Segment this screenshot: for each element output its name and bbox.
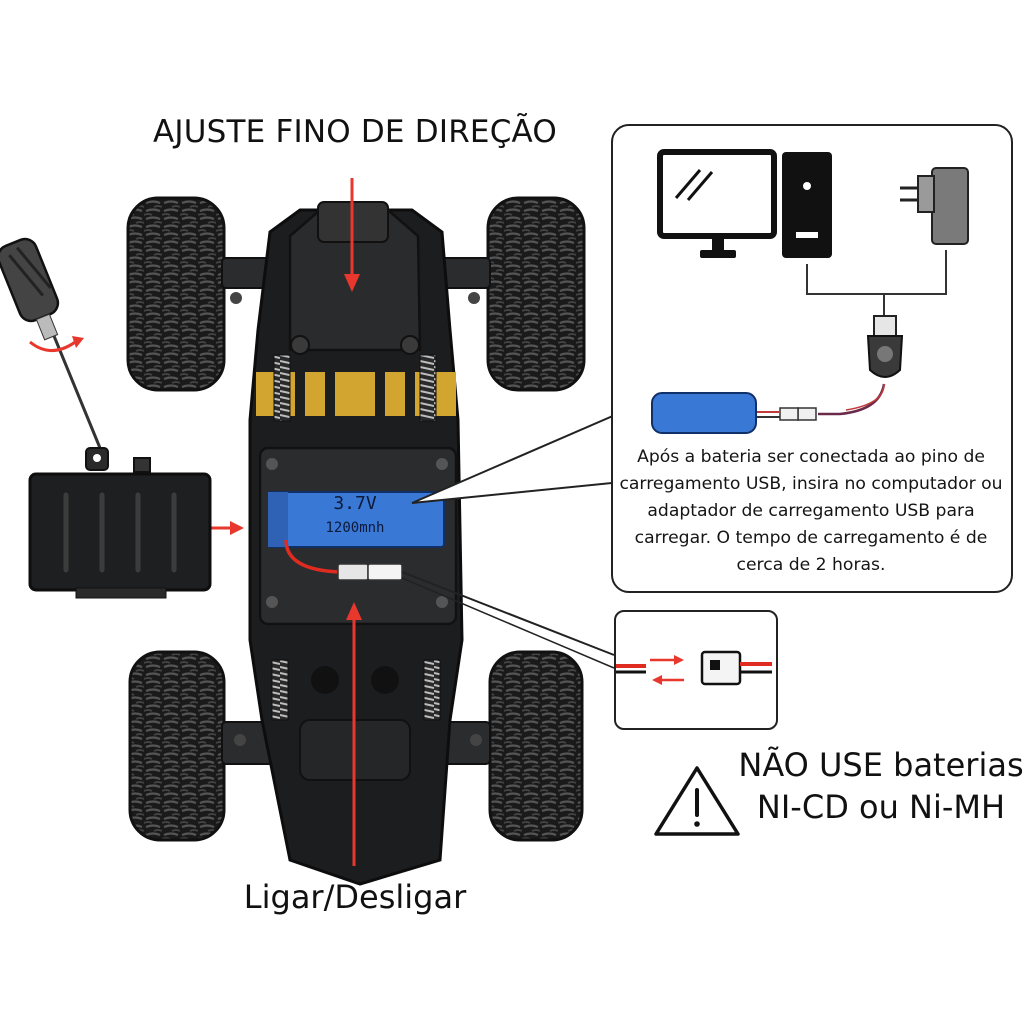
- battery-warning-line1: NÃO USE baterias: [738, 746, 1024, 784]
- battery-capacity: 1200mnh: [325, 520, 385, 536]
- connector-callout-line: [401, 571, 615, 656]
- charging-instructions: Após a bateria ser conectada ao pino de …: [619, 447, 1003, 575]
- wheel-rear-right: [488, 650, 584, 842]
- rear-shock-right: [423, 659, 441, 721]
- wheel-rear-left: [128, 650, 226, 842]
- front-shock-left: [273, 354, 291, 422]
- rotate-arrow-icon: [29, 338, 79, 352]
- wheel-front-left: [126, 196, 226, 392]
- steering-trim-label: AJUSTE FINO DE DIREÇÃO: [152, 114, 558, 150]
- front-shock-right: [419, 354, 437, 422]
- steering-trim-arrow: [344, 178, 360, 292]
- power-switch-label: Ligar/Desligar: [243, 878, 467, 916]
- battery-connector: [337, 563, 369, 581]
- screwdriver-icon: [0, 237, 102, 449]
- battery-warning: NÃO USE baterias NI-CD ou Ni-MH: [738, 744, 1024, 828]
- connector-detail: [614, 610, 778, 730]
- battery-pack: [267, 491, 445, 548]
- battery-voltage: 3.7V: [333, 493, 377, 514]
- rear-shock-left: [271, 659, 289, 721]
- battery-warning-line2: NI-CD ou Ni-MH: [756, 788, 1006, 826]
- power-switch-arrow: [346, 602, 362, 866]
- battery-cover: [28, 447, 212, 599]
- battery-insert-arrow: [210, 521, 244, 535]
- wheel-front-right: [486, 196, 586, 392]
